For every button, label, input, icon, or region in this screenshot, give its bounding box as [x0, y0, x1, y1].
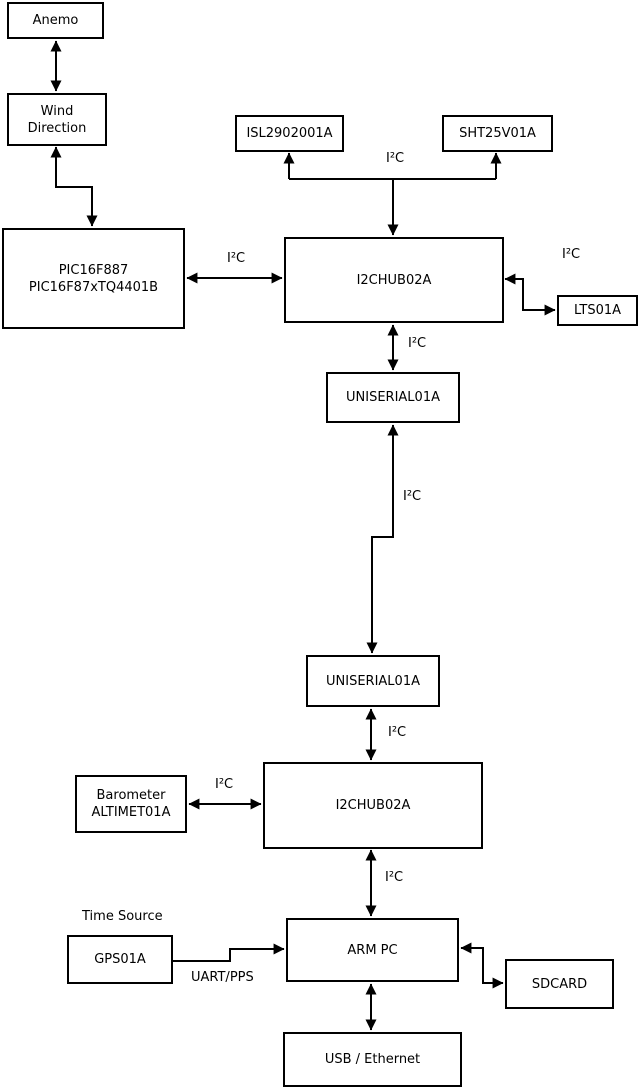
edge-label-i2c-uniserial1-uniserial2: I²C: [403, 489, 422, 504]
node-i2chub02a-upper-label: I2CHUB02A: [356, 272, 432, 288]
connector-uniserial1-uniserial2: [366, 424, 399, 654]
connector-wind-pic: [50, 146, 98, 227]
node-usb-ethernet-label: USB / Ethernet: [324, 1052, 421, 1067]
edge-label-i2c-hub1-uniserial1: I²C: [408, 336, 427, 351]
edge-label-uart-pps: UART/PPS: [191, 970, 254, 985]
node-sht25v01a-label: SHT25V01A: [459, 126, 536, 141]
node-wind-direction-line1: Wind: [40, 103, 74, 119]
node-wind-direction-line2: Direction: [27, 120, 87, 136]
node-gps01a: GPS01A: [67, 935, 173, 984]
connector-hub1-lts: [504, 273, 556, 316]
node-anemo-label: Anemo: [32, 13, 79, 28]
node-pic-line1: PIC16F887: [58, 262, 129, 278]
node-gps01a-label: GPS01A: [94, 952, 146, 967]
node-sht25v01a: SHT25V01A: [442, 115, 553, 152]
node-uniserial01a-upper: UNISERIAL01A: [326, 372, 460, 423]
edge-label-i2c-hub2-armpc: I²C: [385, 870, 404, 885]
edge-label-i2c-hub1-lts: I²C: [562, 247, 581, 262]
node-barometer-line1: Barometer: [96, 788, 166, 803]
node-uniserial01a-lower: UNISERIAL01A: [306, 655, 440, 707]
node-barometer: Barometer ALTIMET01A: [75, 775, 187, 833]
node-i2chub02a-lower: I2CHUB02A: [263, 762, 483, 849]
node-usb-ethernet: USB / Ethernet: [283, 1032, 462, 1087]
node-sdcard: SDCARD: [505, 959, 614, 1009]
edge-label-time-source: Time Source: [82, 909, 163, 924]
connector-armpc-sdcard: [460, 942, 504, 989]
node-pic-line2: PIC16F87xTQ4401B: [28, 279, 159, 295]
edge-label-i2c-barometer-hub2: I²C: [215, 777, 234, 792]
node-wind-direction: Wind Direction: [7, 93, 107, 146]
node-anemo: Anemo: [7, 2, 104, 39]
node-arm-pc-label: ARM PC: [347, 942, 398, 958]
node-lts01a-label: LTS01A: [573, 303, 622, 318]
node-uniserial01a-upper-label: UNISERIAL01A: [346, 390, 440, 405]
node-barometer-line2: ALTIMET01A: [91, 805, 171, 820]
node-i2chub02a-lower-label: I2CHUB02A: [335, 798, 411, 813]
node-pic: PIC16F887 PIC16F87xTQ4401B: [2, 228, 185, 329]
node-isl2902001a-label: ISL2902001A: [246, 126, 333, 141]
node-i2chub02a-upper: I2CHUB02A: [284, 237, 504, 323]
edge-label-i2c-branch: I²C: [386, 151, 405, 166]
node-lts01a: LTS01A: [557, 295, 638, 326]
node-isl2902001a: ISL2902001A: [235, 115, 344, 152]
connector-gps-armpc: [173, 943, 285, 962]
edge-label-i2c-uniserial2-hub2: I²C: [388, 725, 407, 740]
node-uniserial01a-lower-label: UNISERIAL01A: [326, 673, 420, 689]
edge-label-i2c-pic-hub1: I²C: [227, 251, 246, 266]
node-arm-pc: ARM PC: [286, 918, 459, 982]
node-sdcard-label: SDCARD: [531, 976, 588, 992]
